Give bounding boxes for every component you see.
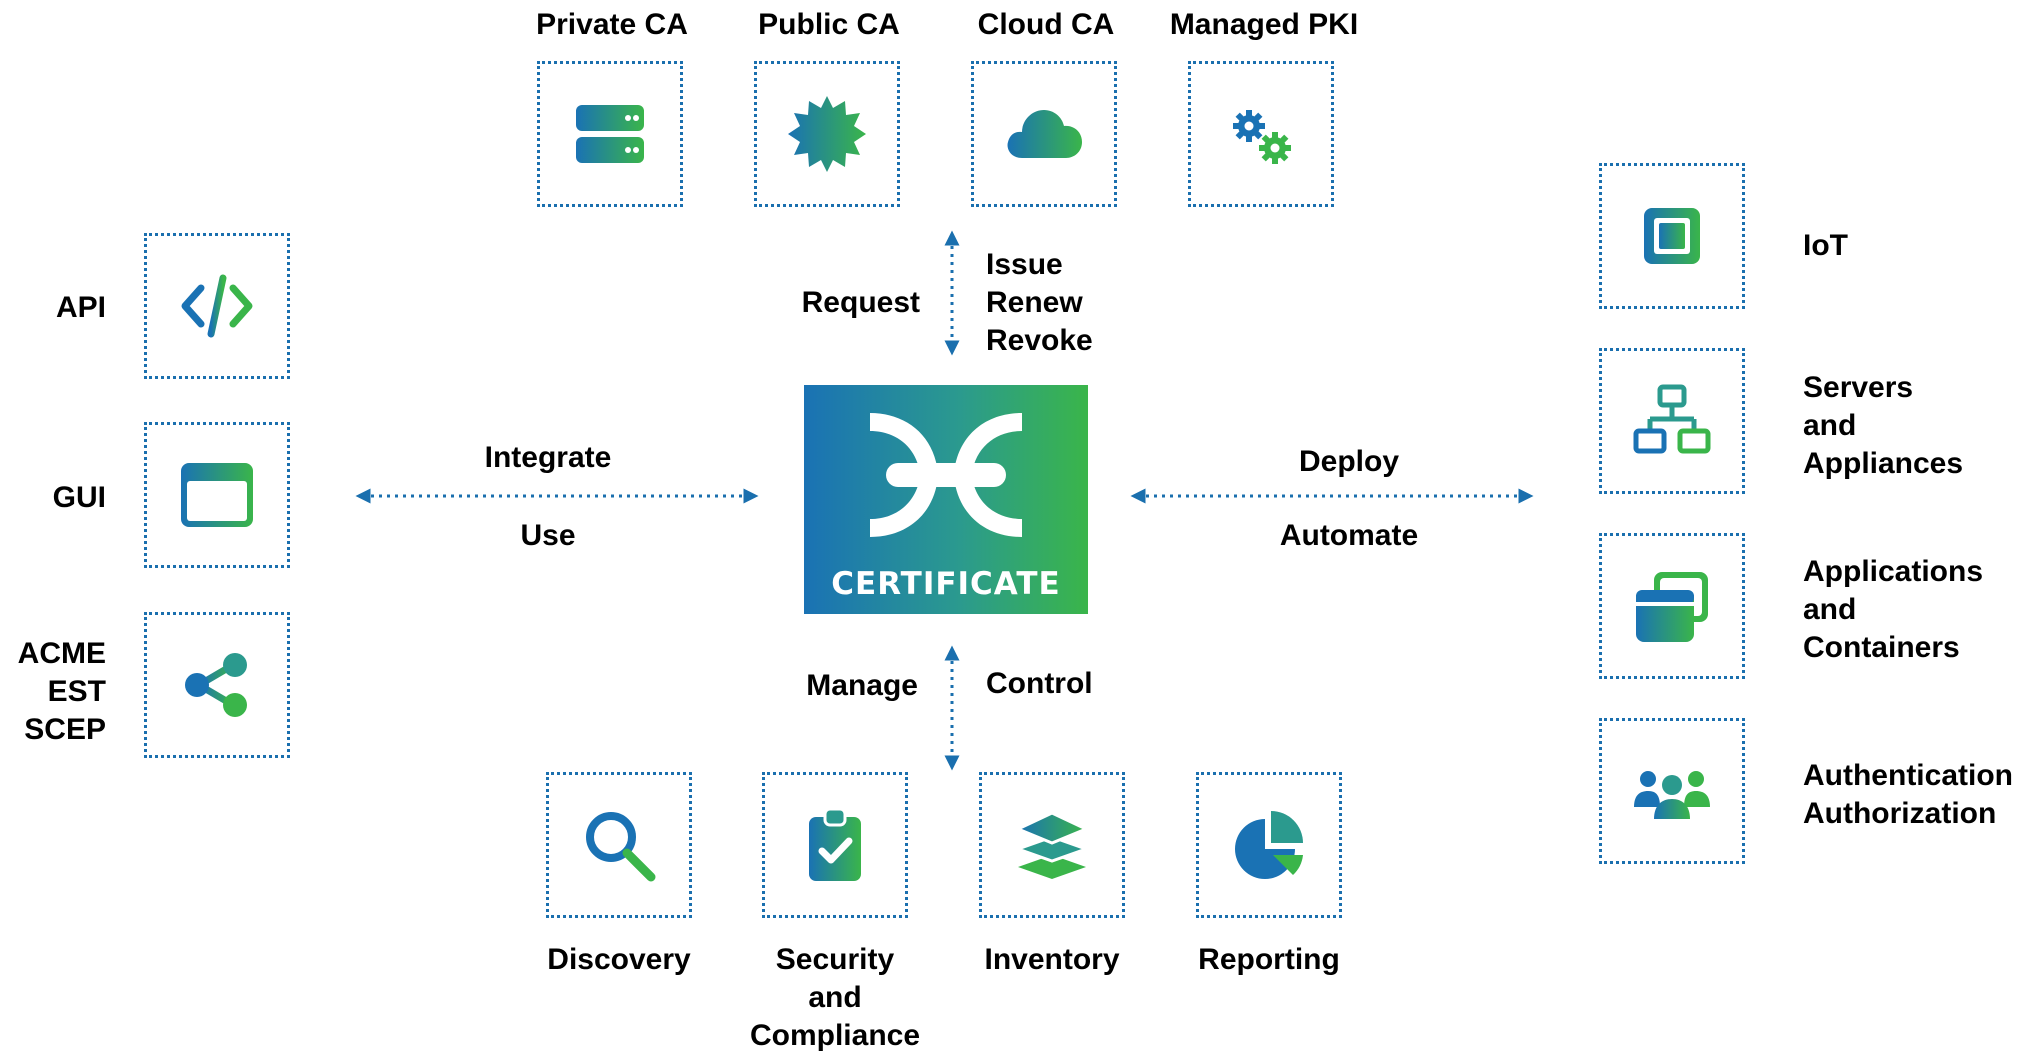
acme-est-scep-box[interactable] xyxy=(144,612,290,758)
api-label: API xyxy=(0,289,106,327)
acme-text: ACME xyxy=(17,637,106,670)
servers-box[interactable] xyxy=(1599,348,1745,494)
inventory-text: Inventory xyxy=(984,943,1120,976)
certificate-label: CERTIFICATE xyxy=(831,566,1061,602)
security-text: Security xyxy=(775,943,895,976)
renew-text: Renew xyxy=(986,286,1083,319)
authentication-text: Authentication xyxy=(1803,759,2013,792)
deploy-label: Deploy xyxy=(1298,445,1400,478)
gui-label: GUI xyxy=(0,479,106,517)
inventory-box[interactable] xyxy=(979,772,1125,918)
manage-label: Manage xyxy=(806,669,918,702)
applications-label: Applications and Containers xyxy=(1803,553,2023,667)
public-ca-label: Public CA xyxy=(758,8,900,41)
control-label: Control xyxy=(986,667,1093,700)
public-ca-box[interactable] xyxy=(754,61,900,207)
bottom-vertical-arrow xyxy=(944,645,960,771)
gui-text: GUI xyxy=(52,481,106,514)
issue-text: Issue xyxy=(986,248,1063,281)
appliances-text: Appliances xyxy=(1803,447,1964,480)
scep-text: SCEP xyxy=(24,713,106,746)
pie-chart-icon xyxy=(1235,811,1303,879)
chip-icon xyxy=(1631,195,1713,277)
request-label: Request xyxy=(801,286,920,319)
security-compliance-label: Security and Compliance xyxy=(735,941,935,1055)
top-vertical-arrow xyxy=(944,230,960,356)
applications-box[interactable] xyxy=(1599,533,1745,679)
acme-est-scep-label: ACME EST SCEP xyxy=(0,635,106,749)
inventory-label: Inventory xyxy=(962,941,1142,979)
cloud-icon xyxy=(1007,110,1082,158)
security-and-text: and xyxy=(808,981,862,1014)
authentication-box[interactable] xyxy=(1599,718,1745,864)
api-box[interactable] xyxy=(144,233,290,379)
revoke-text: Revoke xyxy=(986,324,1093,357)
authorization-text: Authorization xyxy=(1803,797,1997,830)
api-text: API xyxy=(55,291,106,324)
discovery-label: Discovery xyxy=(529,941,709,979)
seal-badge-icon xyxy=(788,96,866,172)
reporting-box[interactable] xyxy=(1196,772,1342,918)
managed-pki-label: Managed PKI xyxy=(1169,8,1359,41)
right-horizontal-arrow xyxy=(1130,488,1534,504)
cloud-ca-label: Cloud CA xyxy=(977,8,1115,41)
servers-text: Servers xyxy=(1803,371,1914,404)
iot-label: IoT xyxy=(1803,227,2023,265)
magnifier-icon xyxy=(586,812,656,882)
private-ca-label: Private CA xyxy=(536,8,688,41)
managed-pki-box[interactable] xyxy=(1188,61,1334,207)
app-windows-icon xyxy=(1636,572,1708,642)
gui-box[interactable] xyxy=(144,422,290,568)
iot-text: IoT xyxy=(1803,229,1848,262)
certificate-node[interactable]: CERTIFICATE xyxy=(804,385,1088,614)
est-text: EST xyxy=(47,675,106,708)
left-horizontal-arrow xyxy=(355,488,759,504)
cloud-ca-box[interactable] xyxy=(971,61,1117,207)
servers-label: Servers and Appliances xyxy=(1803,369,2023,483)
containers-text: Containers xyxy=(1803,631,1960,664)
automate-label: Automate xyxy=(1279,519,1419,552)
reporting-label: Reporting xyxy=(1179,941,1359,979)
discovery-box[interactable] xyxy=(546,772,692,918)
authentication-label: Authentication Authorization xyxy=(1803,757,2028,833)
applications-text: Applications xyxy=(1803,555,1984,588)
code-icon xyxy=(181,274,253,338)
security-compliance-box[interactable] xyxy=(762,772,908,918)
network-icon xyxy=(1633,384,1711,454)
applications-and-text: and xyxy=(1803,593,1857,626)
discovery-text: Discovery xyxy=(547,943,691,976)
server-stack-icon xyxy=(576,105,644,163)
integrate-label: Integrate xyxy=(484,441,612,474)
compliance-text: Compliance xyxy=(749,1019,921,1052)
certificate-chain-logo xyxy=(870,413,1022,537)
iot-box[interactable] xyxy=(1599,163,1745,309)
share-icon xyxy=(185,653,247,717)
gears-icon xyxy=(1233,110,1291,164)
reporting-text: Reporting xyxy=(1198,943,1340,976)
issue-renew-revoke-label: Issue Renew Revoke xyxy=(986,246,1166,360)
users-icon xyxy=(1634,771,1710,819)
servers-and-text: and xyxy=(1803,409,1857,442)
browser-window-icon xyxy=(181,463,253,527)
private-ca-box[interactable] xyxy=(537,61,683,207)
clipboard-check-icon xyxy=(809,807,861,881)
use-label: Use xyxy=(520,519,576,552)
layers-icon xyxy=(1013,811,1091,879)
